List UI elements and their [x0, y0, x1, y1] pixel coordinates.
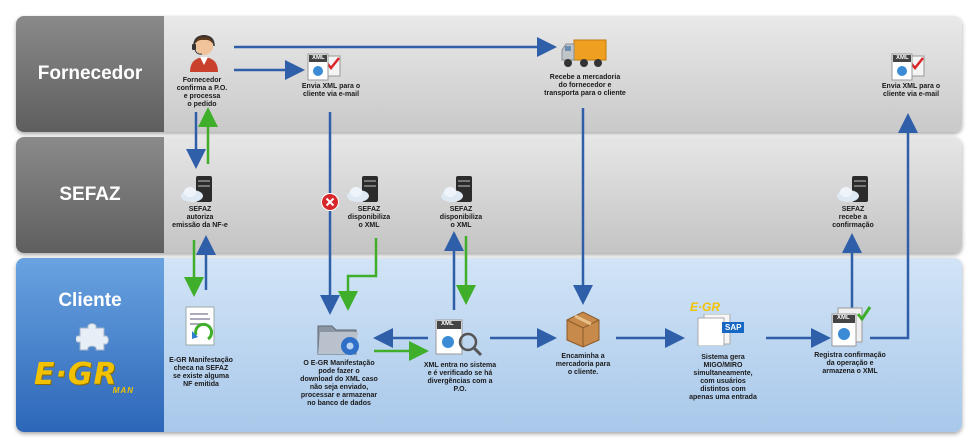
lane-sefaz: SEFAZ	[16, 137, 962, 253]
email-icon	[891, 53, 925, 81]
xml-badge: XML	[896, 55, 909, 61]
xml-search-icon: XML	[434, 318, 484, 358]
cloud-server-icon	[181, 176, 212, 202]
cloud-server-icon	[441, 176, 472, 202]
cloud-server-icon	[837, 176, 868, 202]
step-fornecedor-envia-1: Envia XML para o cliente via e-mail	[301, 83, 361, 98]
xml-email-icon-1: XML	[306, 52, 342, 82]
xml-badge: XML	[441, 321, 454, 327]
xml-badge: XML	[312, 55, 325, 61]
step-sefaz-recebe: SEFAZ recebe a confirmação	[832, 206, 874, 229]
step-sefaz-disponibiliza-2: SEFAZ disponibiliza o XML	[439, 206, 483, 229]
step-fornecedor-confirma: Fornecedor confirma a P.O. e processa o …	[176, 77, 228, 108]
step-sefaz-disponibiliza-1: SEFAZ disponibiliza o XML	[347, 206, 391, 229]
puzzle-icon	[76, 323, 109, 351]
step-cliente-download: O E-GR Manifestação pode fazer o downloa…	[300, 360, 378, 407]
logo-main: E·GR	[34, 357, 118, 392]
step-fornecedor-transporta: Recebe a mercadoria do fornecedor e tran…	[544, 74, 626, 97]
email-icon	[307, 53, 341, 81]
cloud-server-icon	[347, 176, 378, 202]
egr-man-logo: E·GR MAN	[34, 357, 144, 395]
step-cliente-registra: Registra confirmação da operação e armaz…	[814, 352, 886, 375]
document-check-icon	[185, 306, 215, 346]
lane-cliente: Cliente	[16, 258, 962, 432]
step-cliente-xml-entra: XML entra no sistema e é verificado se h…	[423, 362, 497, 393]
egr-sap-icon: E·GR SAP	[690, 300, 752, 346]
step-cliente-encaminha: Encaminha a mercadoria para o cliente.	[555, 353, 611, 376]
support-agent-icon	[190, 35, 218, 72]
sap-badge: SAP	[722, 322, 745, 333]
arrow-sefaz-to-folder	[338, 238, 378, 311]
lane-label-fornecedor: Fornecedor	[16, 16, 164, 132]
logo-sub: MAN	[112, 386, 134, 395]
step-fornecedor-envia-2: Envia XML para o cliente via e-mail	[881, 83, 941, 98]
lane-label-sefaz: SEFAZ	[16, 137, 164, 253]
step-cliente-sap: Sistema gera MIGO/MIRO simultaneamente, …	[689, 354, 757, 401]
package-box-icon	[566, 311, 600, 348]
folder-gear-icon	[317, 325, 359, 355]
xml-badge: XML	[837, 315, 850, 321]
truck-icon	[561, 39, 607, 67]
step-sefaz-autoriza: SEFAZ autoriza emissão da NF-e	[172, 206, 228, 229]
step-cliente-checa: E-GR Manifestação checа na SEFAZ se exis…	[169, 357, 233, 388]
arrow-registra-to-email	[870, 113, 918, 340]
xml-registra-icon: XML	[828, 304, 872, 348]
document-stack-check-icon	[831, 306, 872, 347]
error-icon	[321, 193, 339, 211]
egr-small-logo: E·GR	[690, 300, 720, 314]
xml-email-icon-2: XML	[890, 52, 926, 82]
magnifier-doc-icon	[435, 319, 483, 357]
lane-body-sefaz	[164, 137, 962, 253]
